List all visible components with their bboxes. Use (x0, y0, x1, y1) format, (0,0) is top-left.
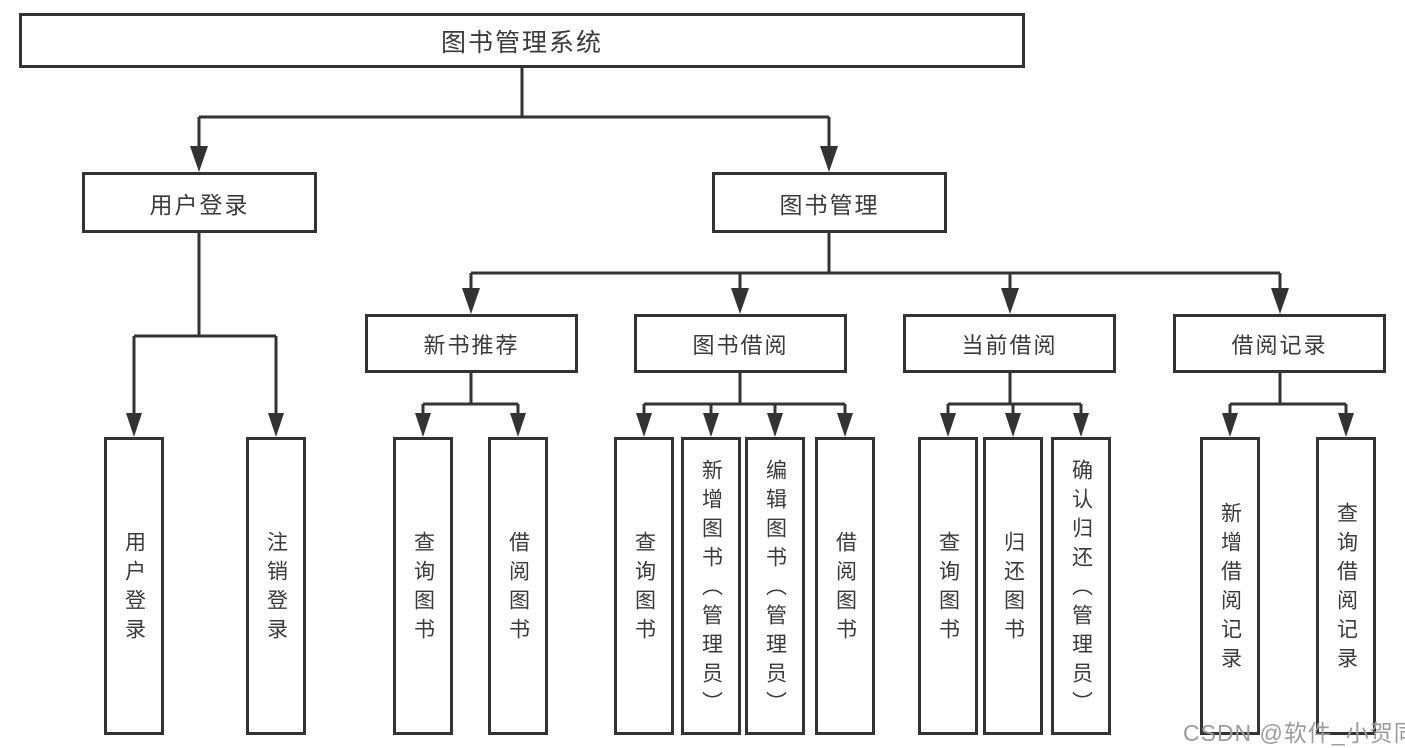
node-user-login: 用户登录 (82, 172, 317, 233)
leaf-query-books-borrow: 查询图书 (614, 437, 674, 735)
leaf-return-books: 归还图书 (983, 437, 1043, 735)
leaf-add-books-admin: 新增图书（管理员） (681, 437, 741, 735)
leaf-confirm-return-admin: 确认归还（管理员） (1051, 437, 1111, 735)
node-borrow-records: 借阅记录 (1173, 314, 1386, 373)
leaf-query-borrow-record: 查询借阅记录 (1316, 437, 1376, 735)
leaf-edit-books-admin: 编辑图书（管理员） (745, 437, 805, 735)
node-library-management-system: 图书管理系统 (19, 13, 1025, 68)
node-book-borrow: 图书借阅 (634, 314, 847, 373)
node-book-management: 图书管理 (712, 172, 947, 233)
leaf-query-books-recommend: 查询图书 (393, 437, 453, 735)
leaf-borrow-books-recommend: 借阅图书 (488, 437, 548, 735)
leaf-query-books-current: 查询图书 (918, 437, 978, 735)
leaf-borrow-books: 借阅图书 (815, 437, 875, 735)
leaf-user-login: 用户登录 (104, 437, 164, 735)
node-new-book-recommend: 新书推荐 (365, 314, 578, 373)
leaf-add-borrow-record: 新增借阅记录 (1200, 437, 1260, 735)
leaf-logout: 注销登录 (246, 437, 306, 735)
arrowheads (126, 146, 1354, 437)
node-current-borrow: 当前借阅 (903, 314, 1116, 373)
